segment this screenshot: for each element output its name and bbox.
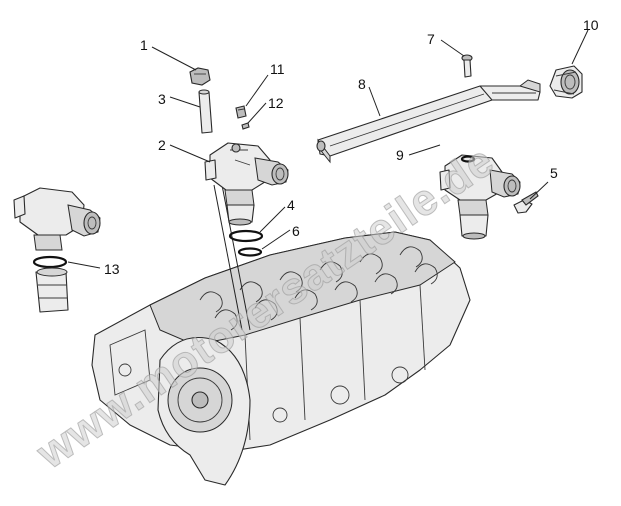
injector-part-2 (204, 142, 289, 226)
oring-part-6 (237, 247, 263, 257)
callout-8: 8 (358, 76, 366, 92)
fitting-part-10 (549, 65, 583, 99)
callout-3: 3 (158, 91, 166, 107)
callout-1: 1 (140, 37, 148, 53)
cylinder-head (91, 231, 471, 486)
bolt-part-7 (461, 54, 473, 78)
callout-labels: 1 3 2 11 12 4 6 13 7 8 9 5 10 (104, 17, 599, 277)
callout-9: 9 (396, 147, 404, 163)
callout-12: 12 (268, 95, 284, 111)
callout-4: 4 (287, 197, 295, 213)
callout-11: 11 (270, 61, 285, 77)
stud-part-3 (198, 89, 213, 134)
guide-line (213, 184, 251, 331)
callout-7: 7 (427, 31, 435, 47)
fuel-rail-part-8 (316, 79, 541, 164)
callout-13: 13 (104, 261, 120, 277)
pin-part-12 (241, 122, 250, 130)
callout-6: 6 (292, 223, 300, 239)
leader-lines (67, 29, 589, 269)
injector-part-13 (13, 187, 101, 313)
nut-part-1 (189, 67, 211, 86)
callout-2: 2 (158, 137, 166, 153)
injector-part-9 (439, 154, 521, 240)
callout-5: 5 (550, 165, 558, 181)
clip-part-11 (235, 105, 247, 119)
callout-10: 10 (583, 17, 599, 33)
oring-part-4 (228, 229, 264, 243)
